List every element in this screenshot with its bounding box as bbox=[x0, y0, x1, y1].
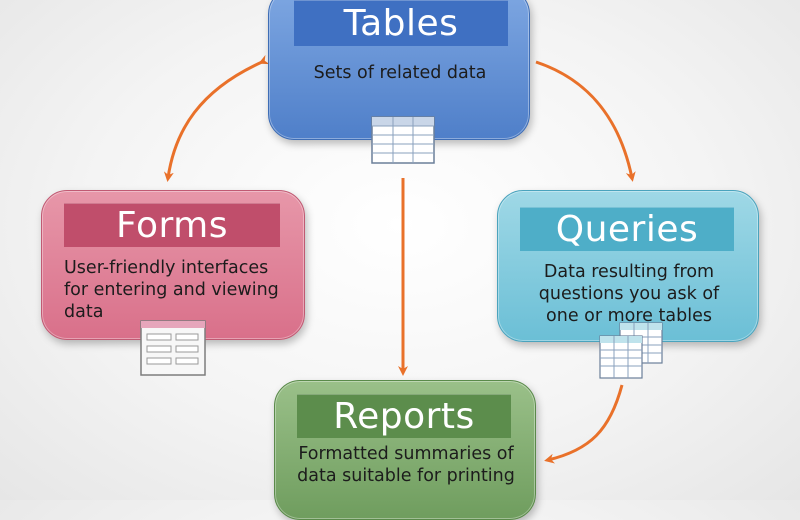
forms-description-line: data bbox=[64, 302, 104, 322]
arrow-queries-reports bbox=[544, 384, 624, 464]
table-grid-icon bbox=[371, 116, 435, 164]
queries-title: Queries bbox=[520, 207, 734, 251]
tables-node: Tables Sets of related data bbox=[268, 0, 530, 140]
form-window-icon bbox=[140, 320, 206, 376]
forms-description-line: for entering and viewing bbox=[64, 280, 279, 300]
queries-node: Queries Data resulting from questions yo… bbox=[497, 190, 759, 342]
tables-description: Sets of related data bbox=[313, 63, 487, 83]
reports-title: Reports bbox=[297, 394, 511, 438]
arrow-tables-queries bbox=[535, 60, 636, 182]
reports-description: Formatted summaries of data suitable for… bbox=[275, 443, 537, 487]
reports-description-line: data suitable for printing bbox=[297, 466, 515, 486]
tables-title: Tables bbox=[294, 0, 508, 46]
queries-description-line: one or more tables bbox=[546, 306, 712, 326]
queries-description-line: Data resulting from bbox=[543, 262, 715, 282]
connector-arrows bbox=[163, 54, 636, 464]
stacked-tables-icon bbox=[599, 322, 663, 379]
queries-description: Data resulting from questions you ask of… bbox=[504, 261, 754, 327]
forms-title: Forms bbox=[64, 203, 280, 247]
arrow-tables-forms bbox=[163, 54, 270, 182]
reports-node: Reports Formatted summaries of data suit… bbox=[274, 380, 536, 520]
queries-description-line: questions you ask of bbox=[538, 284, 720, 304]
forms-description: User-friendly interfaces for entering an… bbox=[64, 257, 294, 323]
forms-node: Forms User-friendly interfaces for enter… bbox=[41, 190, 305, 340]
reports-description-line: Formatted summaries of bbox=[298, 444, 514, 464]
forms-description-line: User-friendly interfaces bbox=[64, 258, 269, 278]
